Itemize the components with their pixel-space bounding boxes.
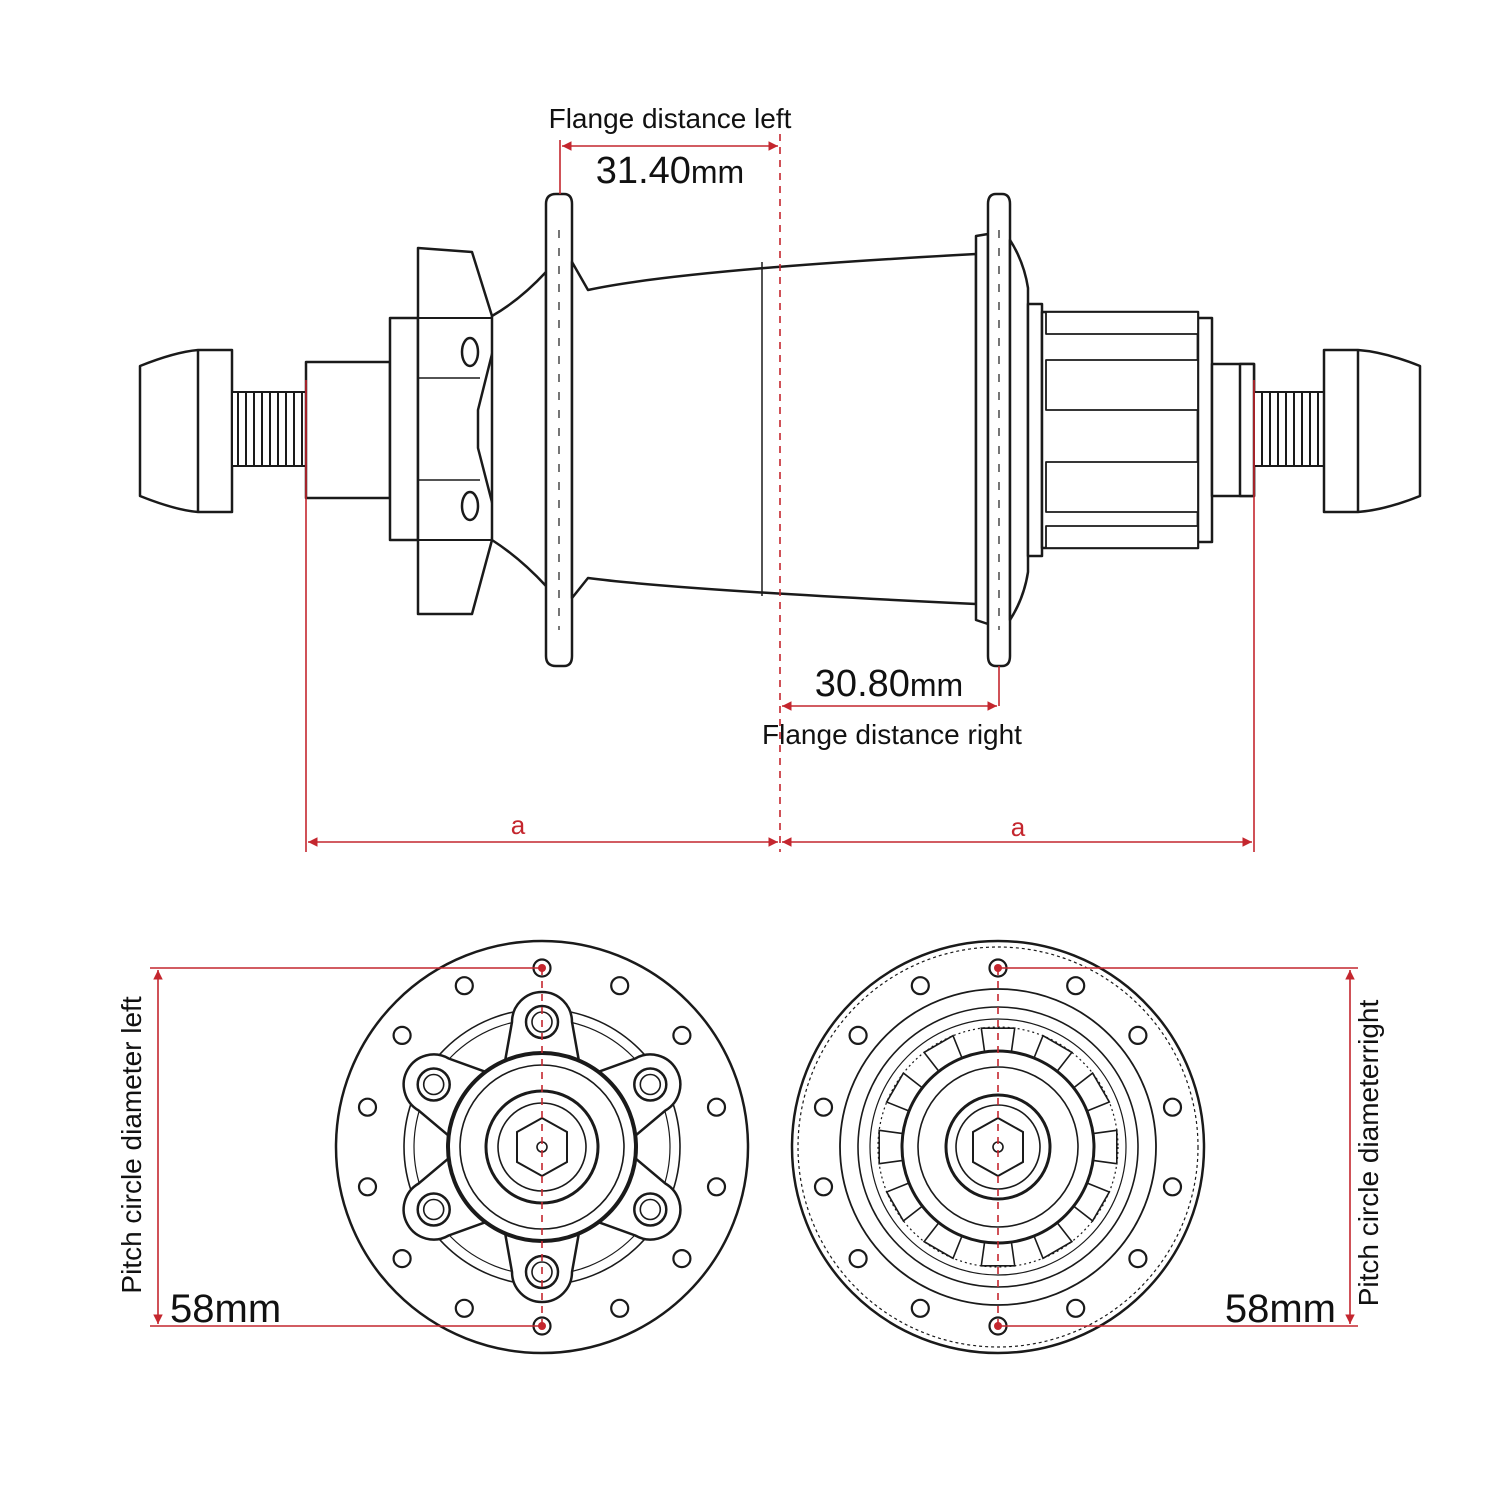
half-width-left-label: a <box>511 810 526 840</box>
spoke-hole <box>706 1177 727 1197</box>
freehub-spline <box>922 1222 963 1260</box>
hub-body <box>570 252 978 606</box>
left-end-cap <box>138 348 234 514</box>
right-ring-3 <box>869 1018 1127 1276</box>
left-flange <box>544 192 574 668</box>
spoke-hole <box>848 1025 868 1046</box>
half-width-right-label: a <box>1011 812 1026 842</box>
freehub-spline <box>885 1071 923 1112</box>
flange-left-label: Flange distance left <box>549 103 792 134</box>
spoke-hole <box>848 1248 868 1269</box>
pcd-right-label: Pitch circle diameterright <box>1353 1000 1384 1307</box>
spoke-hole <box>1066 976 1086 996</box>
left-end-view <box>334 939 750 1355</box>
spoke-hole <box>1162 1097 1183 1117</box>
flange-left-value: 31.40mm <box>596 150 744 192</box>
freehub-spline <box>885 1182 923 1223</box>
freehub-spline <box>980 1241 1016 1267</box>
side-view-dimensions <box>305 134 1255 852</box>
spoke-hole <box>1066 1298 1086 1318</box>
flange-right-label: Flange distance right <box>762 719 1022 750</box>
rotor-bolt-thread <box>639 1073 662 1096</box>
hub-side-view <box>138 192 1422 668</box>
pcd-right-value: 58mm <box>1225 1287 1336 1331</box>
right-spacer-ring <box>1238 362 1256 498</box>
spoke-hole <box>672 1025 692 1046</box>
right-bearing-inner <box>944 1093 1052 1201</box>
freehub-spline <box>922 1034 963 1072</box>
freehub-splines <box>878 1027 1118 1267</box>
left-bottom-hole-marker <box>538 1322 546 1330</box>
left-bearing-outer <box>446 1051 638 1243</box>
disc-mount-lobes <box>402 990 682 1304</box>
spoke-hole <box>610 976 630 996</box>
spoke-hole <box>910 976 930 996</box>
spoke-hole <box>1162 1177 1183 1197</box>
pitch-circle-dimensions <box>150 967 1358 1327</box>
freehub-spline <box>1033 1222 1074 1260</box>
left-axle-thread <box>231 391 307 467</box>
right-ring-1 <box>839 988 1157 1306</box>
rotor-bolt-thread <box>422 1198 445 1221</box>
disc-mount <box>416 246 496 616</box>
spoke-hole <box>392 1248 412 1269</box>
right-bearing-ring <box>917 1066 1079 1228</box>
right-spoke-holes <box>813 958 1183 1336</box>
rotor-bolt-hole <box>416 1067 451 1102</box>
pcd-left-value: 58mm <box>170 1287 281 1331</box>
spoke-hole <box>672 1248 692 1269</box>
spoke-hole <box>392 1025 412 1046</box>
right-flange <box>974 192 1030 668</box>
freehub-body <box>1026 302 1214 558</box>
right-end-view <box>790 939 1206 1355</box>
left-top-hole-marker <box>538 964 546 972</box>
pcd-left-label: Pitch circle diameter left <box>116 996 147 1293</box>
spoke-hole <box>706 1097 727 1117</box>
spoke-hole <box>357 1097 378 1117</box>
right-flange-outline <box>790 939 1206 1355</box>
spoke-hole <box>357 1177 378 1197</box>
spoke-hole <box>813 1097 834 1117</box>
flange-right-value: 30.80mm <box>815 663 963 705</box>
freehub-spline <box>980 1027 1016 1053</box>
left-spacer <box>304 360 392 500</box>
right-bottom-hole-marker <box>994 1322 1002 1330</box>
flange-left-number: 31.40 <box>596 150 691 192</box>
rotor-bolt-hole <box>416 1192 451 1227</box>
left-neck <box>490 270 548 588</box>
rotor-bolt-hole <box>633 1067 668 1102</box>
freehub-spline <box>1073 1071 1111 1112</box>
freehub-spline <box>1033 1034 1074 1072</box>
rotor-bolt-hole <box>633 1192 668 1227</box>
rotor-bolt-thread <box>422 1073 445 1096</box>
spoke-hole <box>454 1298 474 1318</box>
freehub-spline <box>1073 1182 1111 1223</box>
spoke-hole <box>910 1298 930 1318</box>
spoke-hole <box>454 976 474 996</box>
right-flange-outline-2 <box>797 946 1199 1348</box>
freehub-spline <box>1092 1129 1118 1165</box>
spoke-hole <box>1128 1248 1148 1269</box>
right-top-hole-marker <box>994 964 1002 972</box>
right-end-cap <box>1322 348 1422 514</box>
left-locknut <box>388 316 420 542</box>
rotor-bolt-thread <box>639 1198 662 1221</box>
left-spoke-holes <box>357 958 727 1336</box>
spoke-hole <box>1128 1025 1148 1046</box>
flange-right-number: 30.80 <box>815 663 910 705</box>
spoke-hole <box>813 1177 834 1197</box>
freehub-spline <box>878 1129 904 1165</box>
flange-right-unit: mm <box>910 667 963 703</box>
spoke-hole <box>610 1298 630 1318</box>
flange-left-unit: mm <box>691 154 744 190</box>
right-axle-thread <box>1253 391 1325 467</box>
